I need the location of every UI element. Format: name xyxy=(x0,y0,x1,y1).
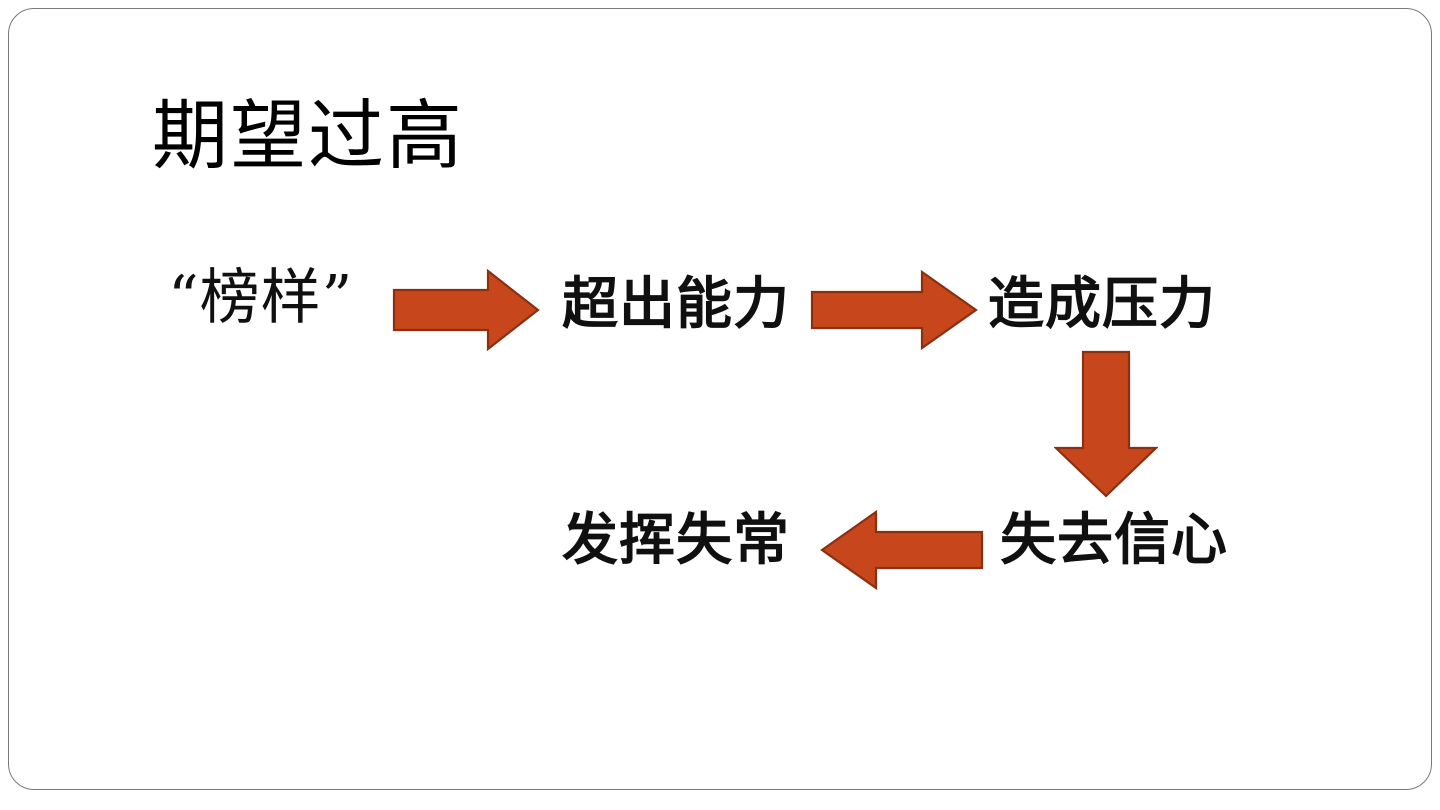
arrow-right-icon xyxy=(810,268,978,352)
page-title: 期望过高 xyxy=(152,91,464,180)
flow-node-pressure: 造成压力 xyxy=(988,271,1216,337)
flow-node-overload: 超出能力 xyxy=(562,271,790,337)
flow-node-perform: 发挥失常 xyxy=(562,507,790,573)
flow-node-confidence: 失去信心 xyxy=(1000,507,1228,573)
arrow-left-icon xyxy=(820,508,984,592)
flow-node-role: “榜样” xyxy=(168,263,354,333)
slide-frame-border xyxy=(8,8,1432,790)
arrow-right-icon xyxy=(392,268,540,352)
arrow-down-icon xyxy=(1054,350,1158,498)
